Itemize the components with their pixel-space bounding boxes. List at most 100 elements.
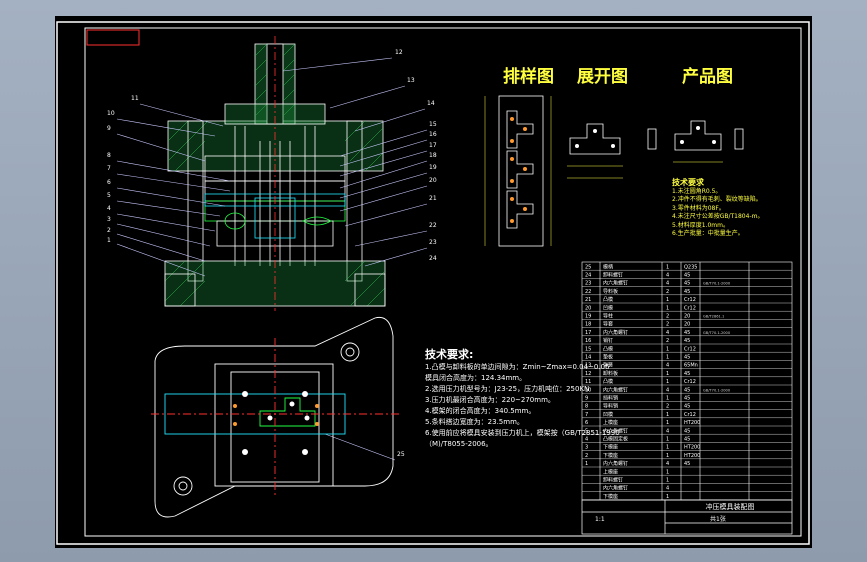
bom-cell: 11	[585, 379, 591, 385]
bom-cell: 4	[666, 273, 669, 279]
part-balloon-label: 5	[107, 192, 111, 199]
bom-cell: 1	[666, 445, 669, 451]
tech-small: 技术要求 1.未注圆角R0.5。2.冲件不得有毛刺、裂纹等缺陷。3.零件材料为0…	[672, 178, 792, 239]
bom-cell: 下模座	[603, 444, 618, 451]
bom-cell: 1	[666, 478, 669, 484]
bom-cell: 1	[666, 355, 669, 361]
bom-cell: 弹簧	[603, 362, 613, 369]
bom-cell: 内六角螺钉	[603, 485, 628, 492]
part-balloon-label: 2	[107, 227, 111, 234]
bom-cell: 45	[684, 461, 690, 467]
bom-cell: 24	[585, 273, 591, 279]
bom-cell: 销钉	[603, 337, 613, 344]
bom-cell: 卸料板	[603, 370, 618, 377]
product-drawing	[647, 120, 744, 163]
part-balloon-label: 19	[429, 164, 437, 171]
bom-cell: 卸料螺钉	[603, 477, 623, 484]
title-block-name: 冲压模具装配图	[705, 503, 755, 511]
bom-cell: 45	[684, 289, 690, 295]
bom-cell: 20	[684, 314, 690, 320]
bom-cell: 4	[666, 461, 669, 467]
bom-cell: 1	[666, 264, 669, 270]
bom-cell: Cr12	[684, 346, 696, 352]
bom-cell: 导柱	[603, 313, 613, 320]
bom-cell: 1	[666, 420, 669, 426]
part-balloon-label: 3	[107, 216, 111, 223]
bom-cell: Q235	[684, 264, 697, 270]
title-block	[581, 499, 793, 535]
part-balloon-label: 1	[107, 237, 111, 244]
bom-cell: 20	[684, 322, 690, 328]
bom-cell: 45	[684, 437, 690, 443]
bom-cell: Cr12	[684, 379, 696, 385]
tech-small-item: 3.零件材料为08F。	[672, 204, 725, 212]
bom-cell: GB/T70.1-2000	[703, 282, 731, 286]
bom-cell: 2	[666, 322, 669, 328]
part-balloon-label: 16	[429, 131, 437, 138]
bom-cell: Cr12	[684, 305, 696, 311]
heading-product: 产品图	[682, 67, 733, 87]
bom-cell: 5	[585, 428, 588, 434]
tech-main-item: 6.使用前应将模具安装到压力机上，模架按（GB/T2851-1990	[425, 429, 620, 437]
bom-cell: HT200	[684, 453, 700, 459]
bom-cell: 挡料销	[603, 395, 618, 402]
part-balloon-label: 12	[395, 49, 403, 56]
bom-cell: 22	[585, 289, 591, 295]
tech-main-item: 1.凸模与卸料板的单边间隙为：Zmin~Zmax=0.04~0.06	[425, 363, 610, 371]
bom-cell: 4	[666, 428, 669, 434]
part-balloon-label: 14	[427, 100, 435, 107]
part-balloon-label: 8	[107, 152, 111, 159]
part-balloon-label: 15	[429, 121, 437, 128]
tech-main-item: 3.压力机最闭合高度为：220~270mm。	[425, 396, 555, 404]
bom-cell: 2	[666, 404, 669, 410]
bom-cell: 10	[585, 387, 591, 393]
bom-cell: 4	[666, 363, 669, 369]
bom-cell: 1	[585, 461, 588, 467]
bom-cell: HT200	[684, 445, 700, 451]
bom-cell: 凸模	[603, 345, 613, 352]
bom-cell: 导料板	[603, 288, 618, 295]
outer-border	[56, 21, 810, 545]
bom-cell: 凹模	[603, 304, 613, 311]
title-block-sheet: 共1张	[710, 516, 726, 523]
bom-cell: 21	[585, 297, 591, 303]
bom-cell: 7	[585, 412, 588, 418]
bom-cell: 下模座	[603, 493, 618, 500]
tech-small-title: 技术要求	[672, 178, 704, 187]
bom-cell: Cr12	[684, 297, 696, 303]
bom-cell: 3	[585, 445, 588, 451]
bom-cell: 卸料螺钉	[603, 272, 623, 279]
part-balloon-label: 4	[107, 205, 111, 212]
blank-drawing	[567, 123, 623, 179]
bom-cell: 45	[684, 371, 690, 377]
part-balloon-label: 7	[107, 165, 111, 172]
strip-layout	[484, 95, 552, 247]
tech-main-item: 2.选用压力机型号为：J23-25，压力机吨位：250KN	[425, 385, 590, 393]
bom-cell: 13	[585, 363, 591, 369]
section-view	[164, 36, 386, 311]
bom-cell: 45	[684, 338, 690, 344]
bom-cell: 1	[666, 371, 669, 377]
bom-cell: 导套	[603, 321, 613, 328]
bom-cell: 下模座	[603, 452, 618, 459]
bom-cell: 4	[666, 330, 669, 336]
bom-cell: 凹模	[603, 411, 613, 418]
bom-cell: 内六角螺钉	[603, 280, 628, 287]
part-balloon-label: 22	[429, 222, 437, 229]
tech-main-item: 5.条料搭边宽度为：23.5mm。	[425, 418, 524, 426]
bom-cell: 4	[666, 387, 669, 393]
part-balloon-label: 23	[429, 239, 437, 246]
bom-cell: 垫板	[603, 354, 613, 361]
part-balloon-label: 10	[107, 110, 115, 117]
bom-cell: 45	[684, 428, 690, 434]
bom-cell: 14	[585, 355, 591, 361]
bom-cell: 4	[666, 281, 669, 287]
bom-cell: 16	[585, 338, 591, 344]
bom-cell: 1	[666, 453, 669, 459]
bom-cell: 4	[666, 486, 669, 492]
bom-cell: 1	[666, 305, 669, 311]
